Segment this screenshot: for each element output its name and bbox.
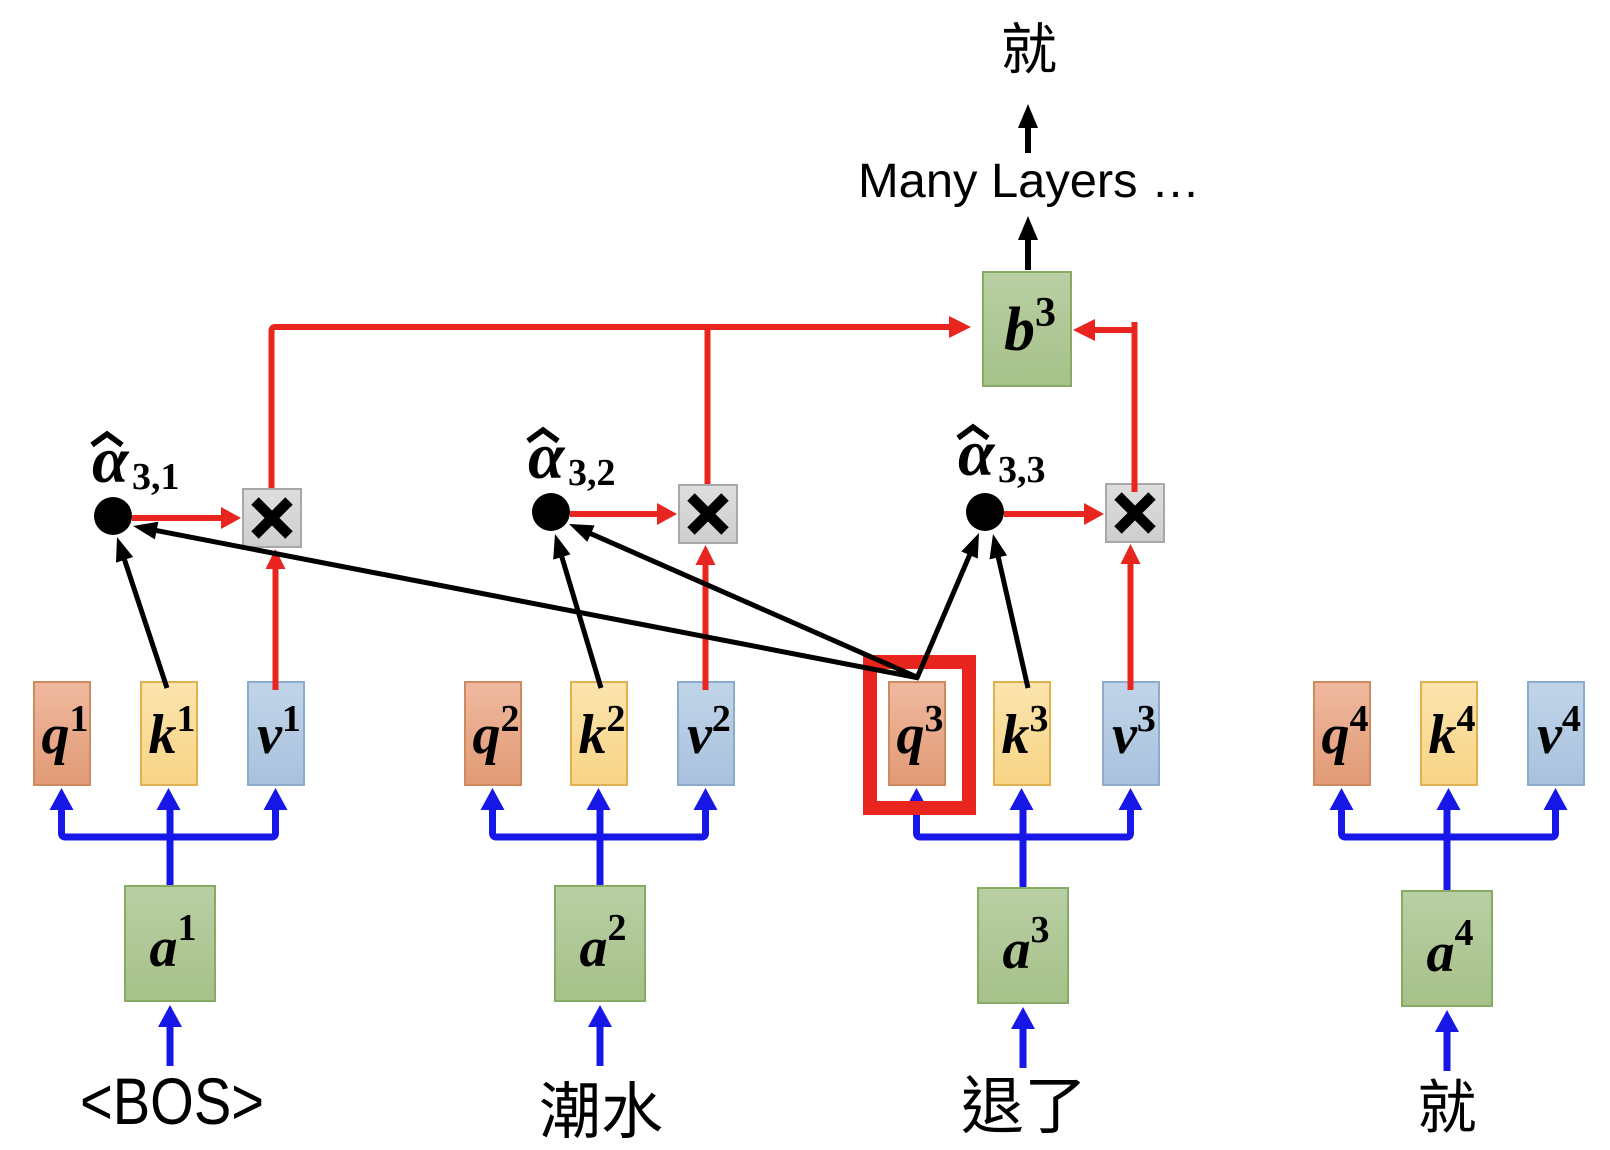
svg-text:v2: v2 [687,698,731,766]
svg-text:3,3: 3,3 [998,449,1046,491]
svg-text:3,1: 3,1 [132,456,180,498]
svg-text:3,2: 3,2 [568,452,616,494]
svg-text:Many Layers …: Many Layers … [858,155,1200,208]
svg-text:v1: v1 [257,698,301,766]
svg-text:a4: a4 [1427,912,1474,984]
svg-text:<BOS>: <BOS> [80,1064,264,1138]
